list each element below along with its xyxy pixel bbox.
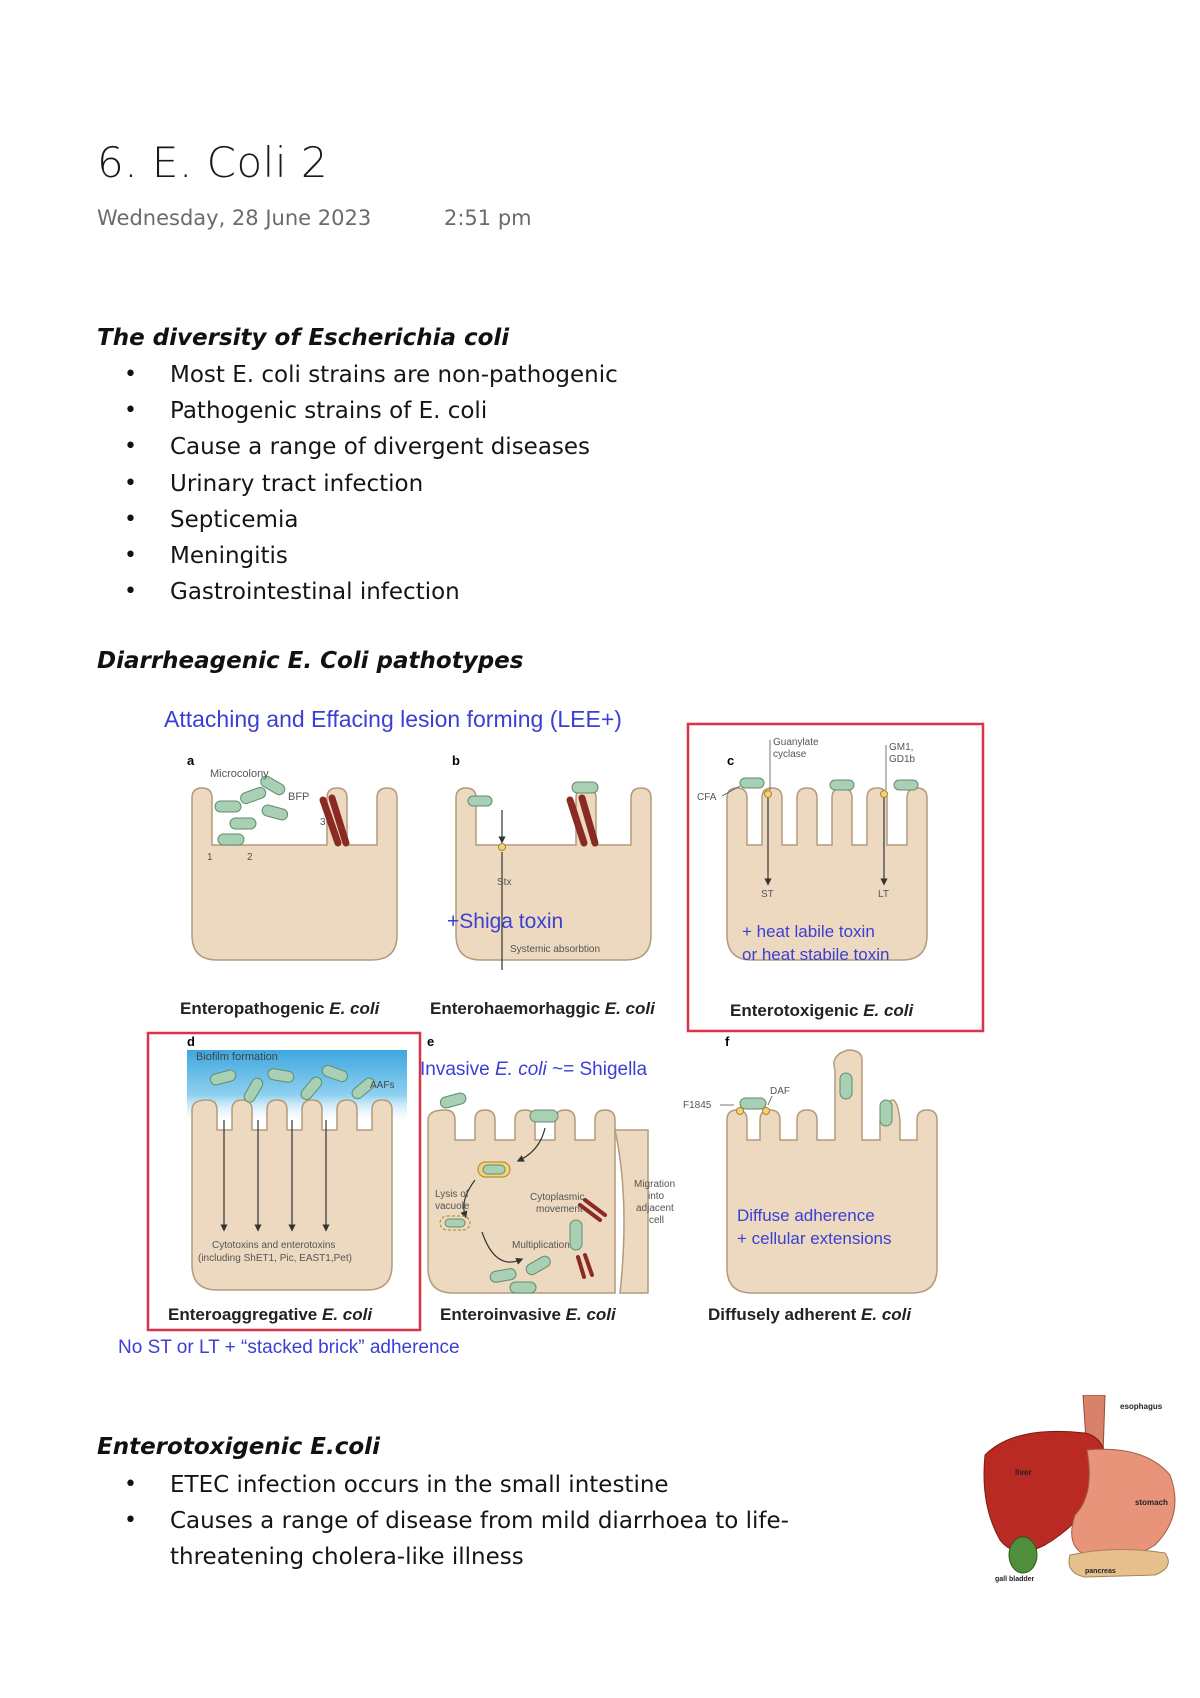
label-migration: Migration	[634, 1179, 675, 1190]
list-item: Urinary tract infection	[120, 466, 618, 502]
label-n3: 3	[320, 817, 326, 828]
label-cytoplasmic: Cytoplasmic	[530, 1192, 584, 1203]
label-liver: liver	[1015, 1468, 1031, 1477]
label-pancreas: pancreas	[1085, 1568, 1116, 1575]
list-item: ETEC infection occurs in the small intes…	[120, 1467, 789, 1503]
label-cfa: CFA	[697, 792, 717, 803]
diversity-bullet-list: Most E. coli strains are non-pathogenic …	[120, 357, 618, 610]
panel-letter: c	[727, 753, 734, 768]
annotation-diffuse-adherence: Diffuse adherence	[737, 1206, 875, 1225]
label-cell: cell	[649, 1215, 664, 1226]
page-date: Wednesday, 28 June 2023	[97, 206, 371, 230]
panel-epec: a Microcolony BFP 1 2 3 Enteropathogenic…	[180, 753, 397, 1018]
annotation-shiga-toxin: +Shiga toxin	[447, 910, 563, 933]
list-item: Pathogenic strains of E. coli	[120, 393, 618, 429]
panel-eiec: e Invasive E. coli ~= Shigella Lysis of …	[420, 1034, 675, 1324]
panel-eaec: d Biofilm formation AAFs Cytotoxins and …	[148, 1033, 420, 1330]
pathotypes-figure: Attaching and Effacing lesion forming (L…	[100, 700, 1000, 1400]
annotation-heat-labile: + heat labile toxin	[742, 922, 875, 941]
label-biofilm: Biofilm formation	[196, 1051, 278, 1063]
panel-daec: f F1845 DAF Diffuse adherence + cellular…	[683, 1034, 937, 1324]
annotation-heat-stabile: or heat stabile toxin	[742, 945, 889, 964]
enterocyte-cell	[192, 788, 397, 960]
section-heading-etec: Enterotoxigenic E.coli	[97, 1434, 380, 1460]
gallbladder-shape	[1009, 1537, 1037, 1573]
label-cytotoxins: Cytotoxins and enterotoxins	[212, 1240, 335, 1251]
label-guanylate: Guanylate	[773, 737, 819, 748]
section-heading-pathotypes: Diarrheagenic E. Coli pathotypes	[97, 648, 523, 674]
annotation-cellular-extensions: + cellular extensions	[737, 1229, 892, 1248]
label-stomach: stomach	[1135, 1498, 1168, 1507]
list-item: Septicemia	[120, 502, 618, 538]
list-item: Causes a range of disease from mild diar…	[120, 1503, 789, 1575]
panel-letter: a	[187, 753, 195, 768]
panel-name-epec: Enteropathogenic E. coli	[180, 999, 381, 1018]
label-into: into	[648, 1191, 665, 1202]
list-item-line: threatening cholera-like illness	[170, 1539, 789, 1575]
label-stx: Stx	[497, 877, 511, 888]
enterocyte-cell	[727, 1050, 937, 1293]
panel-name-ehec: Enterohaemorhaggic E. coli	[430, 999, 656, 1018]
section-heading-diversity: The diversity of Escherichia coli	[97, 325, 509, 351]
panel-letter: e	[427, 1034, 434, 1049]
label-cyclase: cyclase	[773, 749, 807, 760]
label-lysis: Lysis of	[435, 1189, 469, 1200]
label-multiplication: Multiplication	[512, 1240, 570, 1251]
panel-name-etec: Enterotoxigenic E. coli	[730, 1001, 915, 1020]
etec-bullet-list: ETEC infection occurs in the small intes…	[120, 1467, 789, 1575]
panel-letter: d	[187, 1034, 195, 1049]
banner-stacked-brick: No ST or LT + “stacked brick” adherence	[118, 1337, 460, 1358]
list-item: Meningitis	[120, 538, 618, 574]
label-f1845: F1845	[683, 1100, 712, 1111]
label-gm1: GM1,	[889, 742, 913, 753]
panel-ehec: b Stx +Shiga toxin Systemic absorbtion E…	[430, 753, 656, 1018]
label-adjacent: adjacent	[636, 1203, 674, 1214]
list-item: Most E. coli strains are non-pathogenic	[120, 357, 618, 393]
panel-name-eaec: Enteroaggregative E. coli	[168, 1305, 373, 1324]
panel-name-eiec: Enteroinvasive E. coli	[440, 1305, 617, 1324]
list-item: Cause a range of divergent diseases	[120, 429, 618, 465]
label-gd1b: GD1b	[889, 754, 916, 765]
label-lt: LT	[878, 889, 889, 900]
page-time: 2:51 pm	[444, 206, 532, 230]
bacterium	[215, 801, 241, 812]
panel-etec: c Guanylate cyclase GM1, GD1b CFA ST LT …	[688, 724, 983, 1031]
panel-letter: f	[725, 1034, 730, 1049]
label-movement: movement	[536, 1204, 583, 1215]
label-cytotoxins-list: (including ShET1, Pic, EAST1,Pet)	[198, 1253, 352, 1264]
panel-letter: b	[452, 753, 460, 768]
label-esophagus: esophagus	[1120, 1402, 1163, 1411]
enterocyte-cell	[456, 788, 651, 960]
panel-name-daec: Diffusely adherent E. coli	[708, 1305, 912, 1324]
label-n1: 1	[207, 852, 213, 863]
label-gallbladder: gall bladder	[995, 1576, 1035, 1583]
list-item: Gastrointestinal infection	[120, 574, 618, 610]
label-daf: DAF	[770, 1086, 790, 1097]
label-st: ST	[761, 889, 774, 900]
label-n2: 2	[247, 852, 253, 863]
list-item-line: Causes a range of disease from mild diar…	[170, 1503, 789, 1539]
label-systemic-absorption: Systemic absorbtion	[510, 944, 600, 955]
banner-invasive: Invasive E. coli ~= Shigella	[420, 1059, 648, 1080]
digestive-organs-illustration: esophagus liver stomach gall bladder pan…	[975, 1395, 1185, 1585]
banner-lee: Attaching and Effacing lesion forming (L…	[164, 706, 622, 732]
pancreas-shape	[1069, 1549, 1168, 1577]
label-microcolony: Microcolony	[210, 768, 269, 780]
label-vacuole: vacuole	[435, 1201, 470, 1212]
page-title: 6. E. Coli 2	[97, 138, 328, 187]
label-aafs: AAFs	[370, 1080, 394, 1091]
label-bfp: BFP	[288, 791, 309, 803]
